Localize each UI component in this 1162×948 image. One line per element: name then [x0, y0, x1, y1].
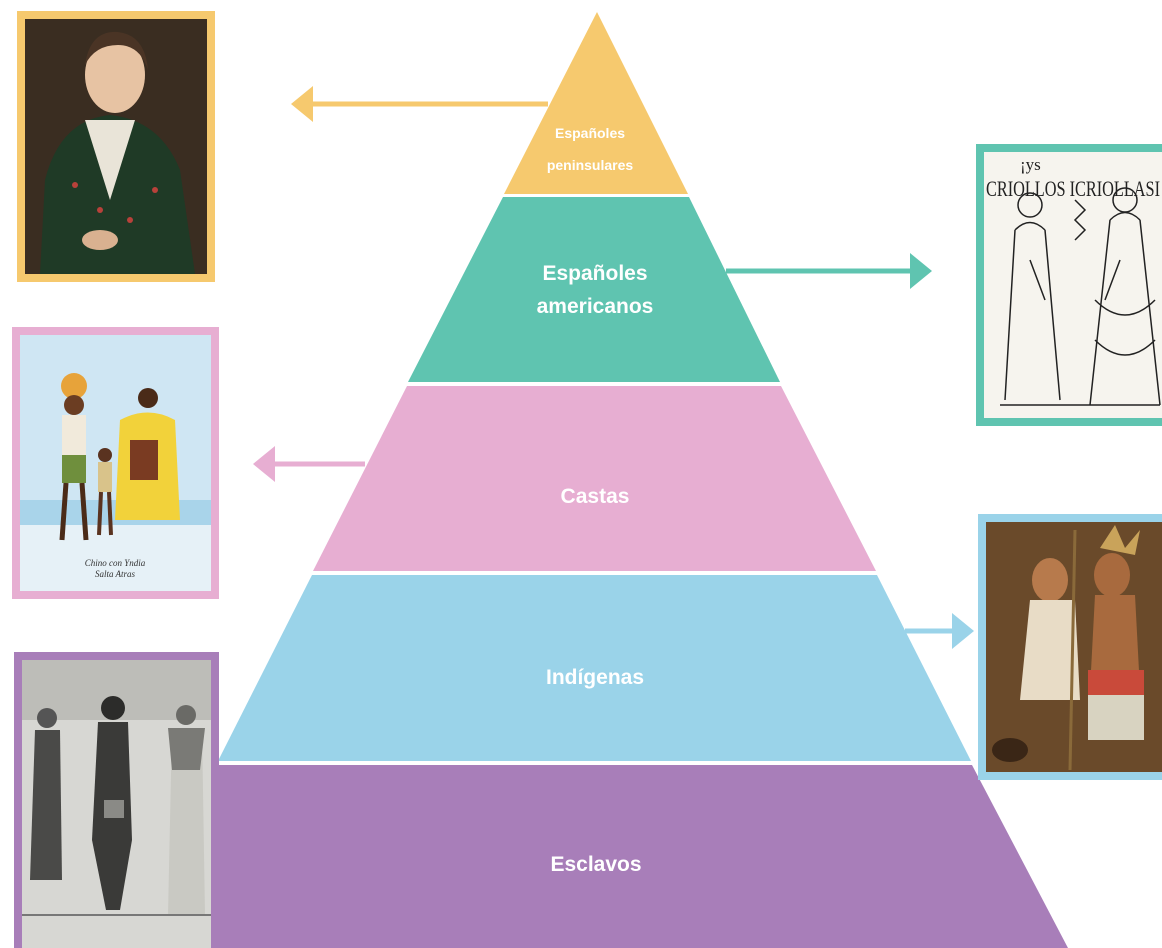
label-americanos-line2: americanos — [537, 295, 654, 318]
level-americanos — [408, 197, 780, 382]
esclavos-engraving — [14, 652, 219, 948]
arrow-americanos — [726, 253, 932, 289]
level-indigenas — [218, 575, 971, 761]
castas-painting: Chino con Yndia Salta Atras — [12, 327, 219, 599]
level-peninsulares — [504, 12, 688, 194]
label-esclavos: Esclavos — [550, 853, 641, 876]
criollos-caption: CRIOLLOS ICRIOLLASI — [986, 176, 1160, 201]
label-peninsulares-line2: peninsulares — [547, 157, 634, 173]
label-castas: Castas — [561, 485, 630, 508]
castas-caption-line2: Salta Atras — [95, 569, 136, 579]
pyramid: Españoles peninsulares Españoles america… — [205, 12, 1068, 948]
arrowhead-right-icon — [910, 253, 932, 289]
arrow-castas — [253, 446, 365, 482]
level-castas — [313, 386, 876, 571]
label-indigenas: Indígenas — [546, 666, 644, 689]
label-peninsulares-line1: Españoles — [555, 125, 625, 141]
peninsular-portrait — [17, 11, 215, 282]
indigenas-painting — [978, 514, 1162, 780]
criollos-engraving: ¡ys CRIOLLOS ICRIOLLASI — [976, 144, 1162, 426]
level-esclavos — [205, 765, 1068, 948]
criollos-caption-top: ¡ys — [1020, 155, 1041, 174]
arrowhead-right-icon — [952, 613, 974, 649]
arrowhead-left-icon — [291, 86, 313, 122]
arrow-indigenas — [905, 613, 974, 649]
label-americanos-line1: Españoles — [542, 262, 647, 285]
arrowhead-left-icon — [253, 446, 275, 482]
castas-caption-line1: Chino con Yndia — [85, 558, 146, 568]
arrow-peninsulares — [291, 86, 548, 122]
